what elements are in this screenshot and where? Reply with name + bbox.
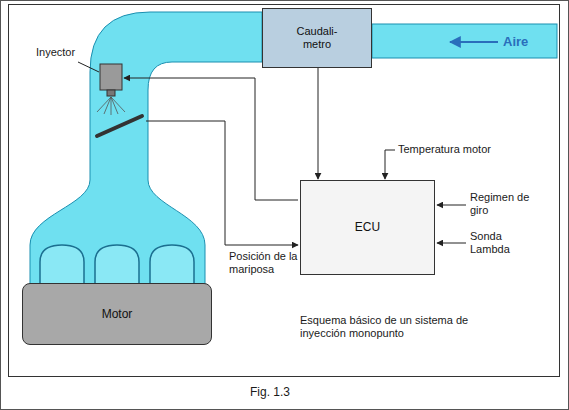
intake-manifold xyxy=(30,12,262,290)
flowmeter-box: Caudali- metro xyxy=(262,8,372,68)
node-label: Caudali- metro xyxy=(286,25,348,51)
signal-name: Regimen de giro xyxy=(470,191,532,217)
leader-line xyxy=(78,62,99,72)
node-label: ECU xyxy=(355,220,380,234)
injector-symbol xyxy=(97,64,125,115)
signal-name: Temperatura motor xyxy=(398,143,491,156)
air-arrow xyxy=(450,41,498,43)
engine-block: Motor xyxy=(22,283,212,345)
air-duct xyxy=(372,24,557,58)
diagram-note: Esquema básico de un sistema de inyecció… xyxy=(300,314,475,340)
signal-connector xyxy=(318,68,319,179)
signal-name: Sonda Lambda xyxy=(470,230,532,256)
figure-caption: Fig. 1.3 xyxy=(250,385,290,399)
inner-frame xyxy=(9,5,560,377)
throttle-valve xyxy=(97,116,142,136)
ecu-box: ECU xyxy=(300,180,435,275)
part-name: Inyector xyxy=(36,46,75,59)
air-label: Aire xyxy=(503,34,528,50)
signal-name: Posición de la mariposa xyxy=(229,250,301,276)
node-label: Motor xyxy=(102,307,133,321)
